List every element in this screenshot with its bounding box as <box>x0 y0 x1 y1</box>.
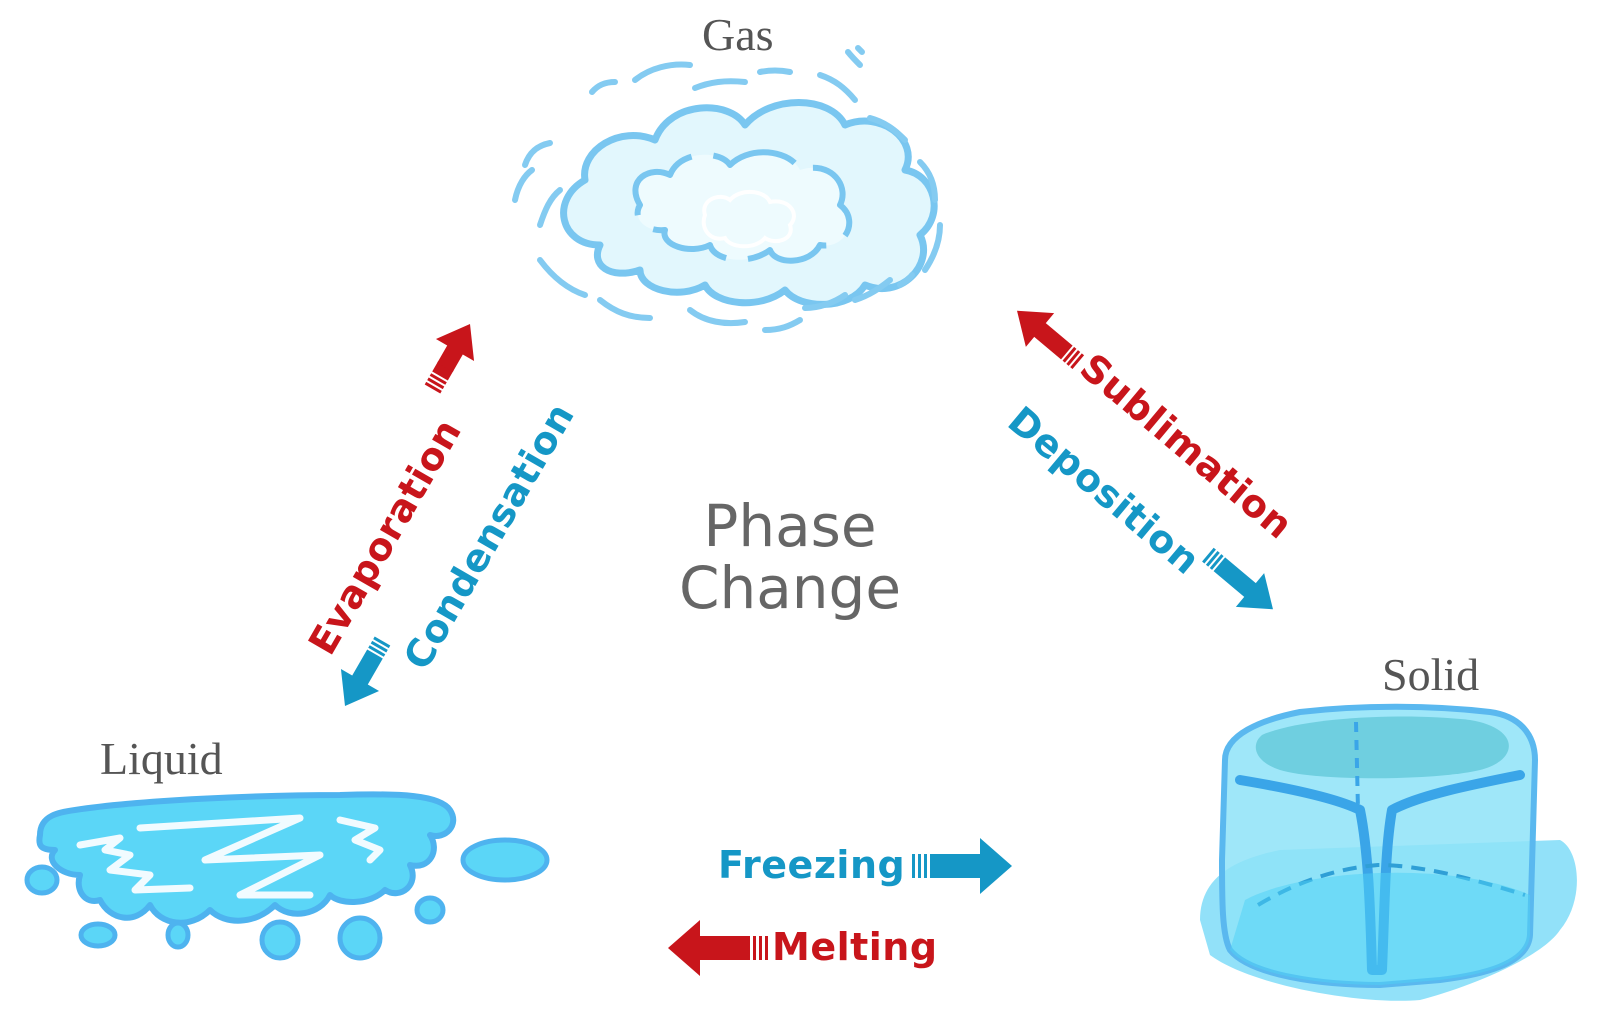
melting-arrow-icon <box>668 920 768 976</box>
diagram-title: Phase Change <box>640 495 940 619</box>
sublimation-arrow-icon <box>1017 310 1085 370</box>
droplet <box>460 837 550 883</box>
liquid-puddle-icon <box>24 791 550 961</box>
gas-cloud-icon <box>512 45 943 333</box>
deposition-arrow-icon <box>1202 547 1273 610</box>
solid-label: Solid <box>1382 649 1480 700</box>
liquid-label: Liquid <box>100 733 223 784</box>
freezing-arrow-icon <box>912 838 1012 894</box>
gas-label: Gas <box>702 9 774 60</box>
melting-label: Melting <box>772 925 938 969</box>
title-line-1: Phase <box>703 492 877 560</box>
condensation-arrow-icon <box>340 636 391 706</box>
evaporation-arrow-icon <box>424 324 475 394</box>
freezing-label: Freezing <box>718 843 906 887</box>
title-line-2: Change <box>678 554 902 622</box>
ice-cube-icon <box>1200 703 1577 1001</box>
